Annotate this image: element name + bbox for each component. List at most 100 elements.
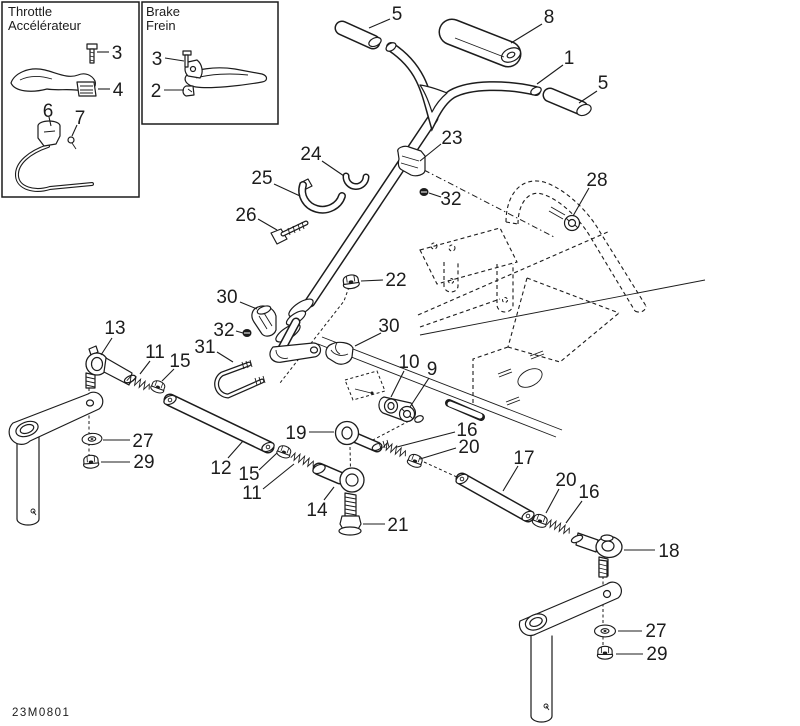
steering-linkage [85, 345, 623, 577]
frame-cross-member [419, 227, 518, 285]
leader-line-11-31 [262, 463, 295, 490]
frame-ear-right [496, 264, 514, 313]
nut-29-right [596, 645, 614, 660]
callout-1-8: 1 [564, 48, 575, 69]
cross-shaft [317, 336, 563, 438]
handlebar-tube [387, 43, 540, 128]
console-panel [472, 277, 620, 404]
handlebar-gusset [419, 84, 448, 113]
bolt-26 [270, 220, 309, 245]
leader-line-24-11 [321, 160, 345, 177]
column-cap-23 [397, 145, 426, 177]
inset-brake-title-en: Brake [146, 4, 180, 19]
nut-15-mid [275, 443, 293, 461]
callout-19-26: 19 [285, 423, 306, 444]
leader-line-1-8 [536, 64, 564, 85]
callout-9-25: 9 [427, 359, 438, 380]
callout-5-6: 5 [392, 4, 403, 25]
leader-line-32-18 [235, 330, 244, 334]
leader-line-13-20 [100, 337, 113, 356]
callout-6-2: 6 [43, 101, 54, 122]
leader-line-15-22 [161, 368, 175, 382]
grip-left [334, 20, 382, 50]
callout-5-9: 5 [598, 73, 609, 94]
leader-line-3-4 [164, 57, 185, 62]
tunnel-edge-dashed-2 [419, 298, 501, 328]
callout-20-28: 20 [458, 437, 479, 458]
bushing-30-right [325, 341, 354, 365]
callout-3-0: 3 [112, 43, 123, 64]
nut-29-left [82, 454, 100, 470]
spindle-left [8, 391, 104, 526]
spring-11-left [125, 373, 153, 392]
bolt-28 [548, 206, 581, 232]
callout-32-18: 32 [213, 320, 234, 341]
inset-brake: Brake Frein [141, 1, 279, 125]
inset-brake-title-fr: Frein [146, 18, 176, 33]
leader-line-20-28 [419, 447, 457, 460]
inset-throttle-title-fr: Accélérateur [8, 18, 82, 33]
washer-27-left [81, 432, 103, 446]
leader-line-16-36 [565, 500, 583, 524]
leader-line-25-12 [273, 183, 301, 197]
callout-32-14: 32 [440, 189, 461, 210]
callout-10-24: 10 [398, 352, 419, 373]
callout-29-41: 29 [646, 644, 667, 665]
callout-21-33: 21 [387, 515, 408, 536]
tunnel-edge-dashed-1 [417, 230, 611, 316]
callout-30-23: 30 [378, 316, 399, 337]
leader-line-20-35 [545, 488, 560, 514]
cable-holder-6 [15, 120, 94, 192]
clamp-25 [299, 182, 345, 213]
tie-rod-12 [163, 393, 275, 454]
leader-line-17-34 [502, 465, 519, 492]
leader-line-8-7 [510, 23, 543, 44]
frame-reference [317, 169, 706, 438]
steering-column-assembly [214, 112, 439, 399]
callout-11-31: 11 [242, 483, 262, 504]
leader-line-5-9 [578, 90, 598, 104]
leader-line-7-3 [71, 124, 78, 137]
column-axis-line [423, 169, 557, 239]
leader-line-14-32 [323, 486, 335, 501]
leader-line-11-21 [139, 360, 151, 375]
callout-27-38: 27 [132, 431, 153, 452]
callout-22-16: 22 [385, 270, 406, 291]
callout-20-35: 20 [555, 470, 576, 491]
washer-27-right [593, 624, 617, 638]
console-slots [497, 350, 545, 406]
callout-15-22: 15 [169, 351, 190, 372]
callout-14-32: 14 [306, 500, 328, 521]
grab-handle-inner [517, 192, 636, 312]
callout-11-21: 11 [145, 342, 165, 363]
block-4 [76, 81, 97, 97]
callout-17-34: 17 [513, 448, 534, 469]
callout-13-20: 13 [104, 318, 125, 339]
pin-7 [67, 136, 77, 150]
grab-handle-outer [505, 180, 647, 307]
callout-29-39: 29 [133, 452, 154, 473]
bolt-21 [338, 492, 362, 536]
tunnel-edge-solid [419, 279, 706, 336]
callout-4-1: 4 [113, 80, 124, 101]
grip-right [542, 87, 592, 117]
leader-lines [48, 18, 655, 655]
nut-20-mid [405, 452, 425, 470]
throttle-lever [10, 68, 96, 92]
figure-code: 23M0801 [12, 707, 70, 719]
spindle-right [518, 559, 622, 723]
nut-22 [341, 273, 361, 291]
callout-8-7: 8 [544, 7, 555, 28]
callout-16-36: 16 [578, 482, 599, 503]
callout-16-27: 16 [456, 420, 477, 441]
handlebar-assembly [334, 18, 592, 132]
callout-25-12: 25 [251, 168, 272, 189]
console-oval-hole [517, 368, 543, 388]
bolt-9 [398, 405, 424, 423]
leader-line-30-17 [239, 301, 258, 310]
bushing-30-left [251, 305, 277, 337]
steering-stopper [447, 401, 483, 419]
callout-15-30: 15 [238, 464, 259, 485]
